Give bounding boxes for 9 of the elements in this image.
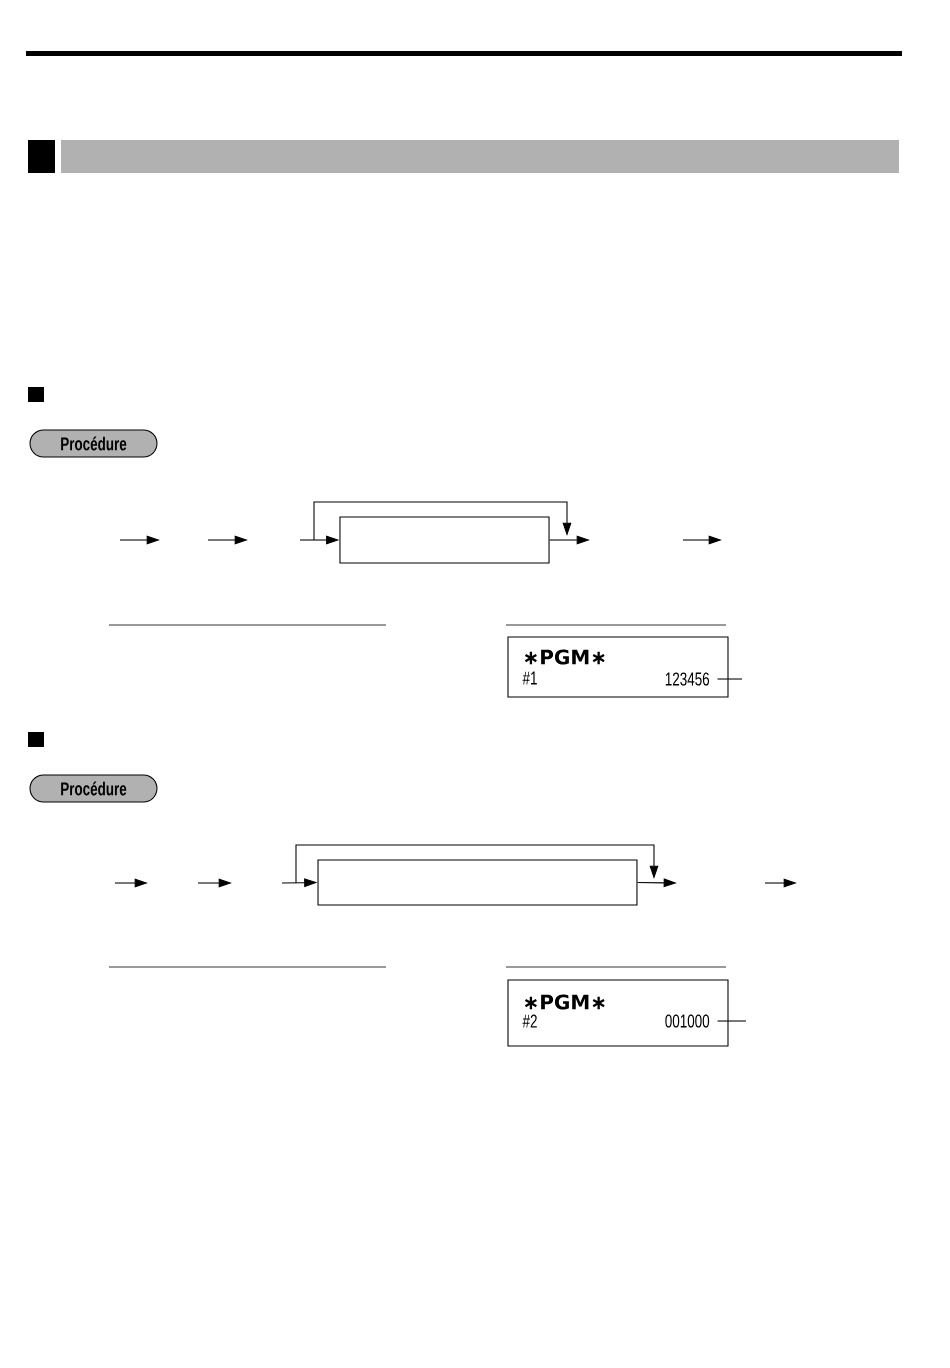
procedure-badge: Procédure	[29, 429, 158, 458]
procedure-badge: Procédure	[29, 774, 158, 803]
leader-line	[717, 678, 743, 680]
amount-text: 001000	[665, 1014, 710, 1028]
amount-text: 123456	[665, 672, 710, 686]
entry-box	[339, 516, 550, 564]
heading-band	[61, 140, 899, 174]
entry-box	[317, 859, 638, 906]
leader-line	[717, 1020, 747, 1022]
